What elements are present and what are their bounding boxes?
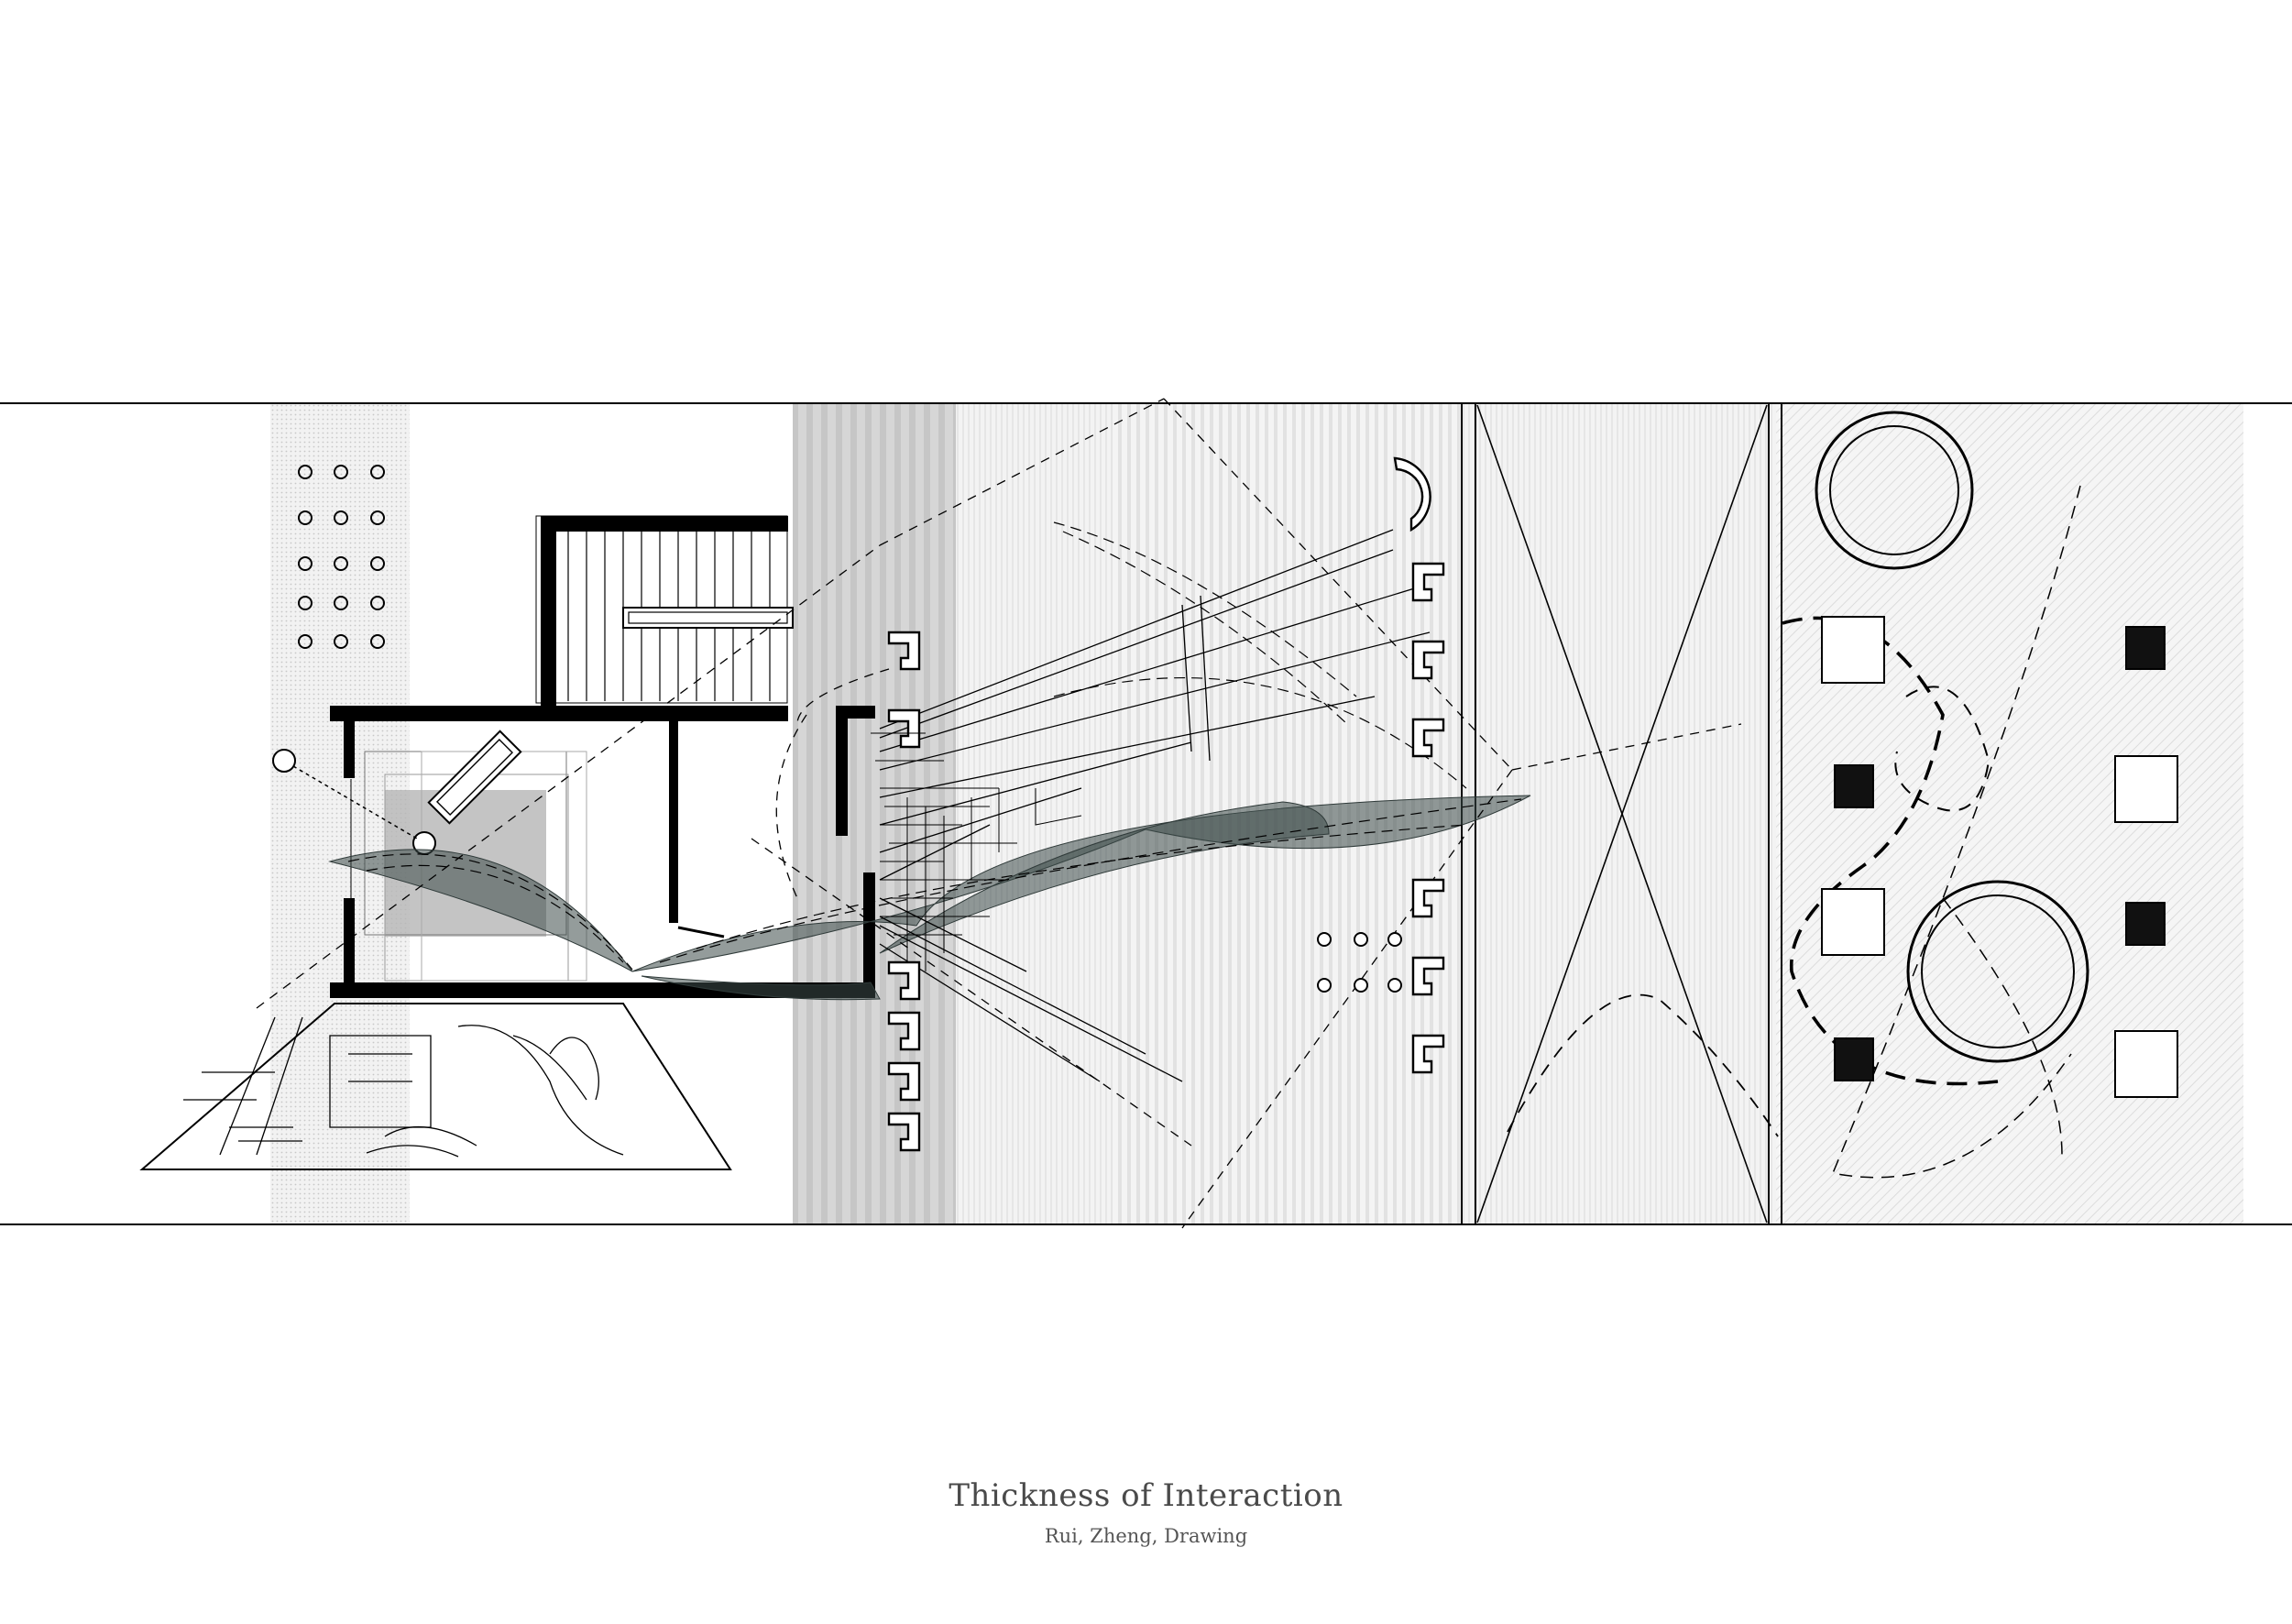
sketch-clutter (871, 732, 1082, 971)
drawing-subtitle: Rui, Zheng, Drawing (1044, 1525, 1248, 1547)
projection-lines (879, 529, 1431, 1082)
hourglass-cross (1476, 404, 1768, 1223)
staircase (567, 532, 794, 701)
light-stripe-band (956, 404, 1112, 1223)
dark-grey-band (793, 404, 956, 1223)
small-circle-grid (1317, 932, 1402, 993)
viewpoint-circle (272, 749, 296, 773)
translucent-surfaces (328, 795, 1531, 1001)
floor-plan (272, 515, 875, 998)
square-elements (1821, 616, 2178, 1098)
construction-dashed-lines (256, 398, 1742, 1229)
bracket-elements (887, 456, 1445, 1152)
stripe-band-2 (1460, 404, 1776, 1223)
perspective-sketch (139, 1003, 732, 1170)
drawing-title: Thickness of Interaction (949, 1477, 1343, 1514)
column-dot-grid (298, 465, 385, 649)
ring-elements (1815, 411, 2089, 1063)
surface-hatching (347, 521, 1522, 971)
